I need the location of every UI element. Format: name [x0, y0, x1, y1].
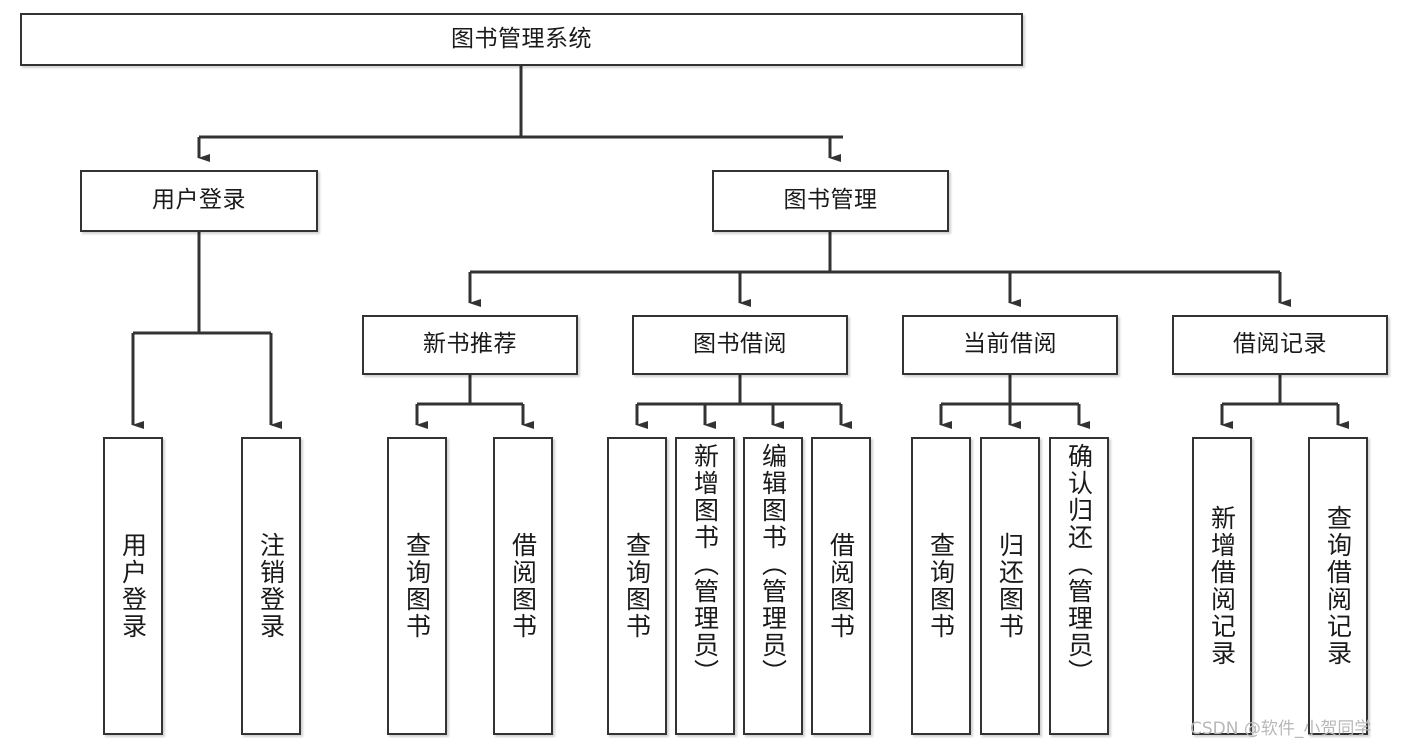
node-leaf-add-book-admin[interactable]: 新增图书（管理员） — [675, 437, 735, 735]
node-label: 当前借阅 — [963, 331, 1057, 358]
node-label: 图书借阅 — [693, 331, 787, 358]
node-leaf-edit-book-admin[interactable]: 编辑图书（管理员） — [743, 437, 803, 735]
node-leaf-query-book-2[interactable]: 查询图书 — [607, 437, 667, 735]
node-leaf-borrow-book-2[interactable]: 借阅图书 — [811, 437, 871, 735]
node-current-borrow[interactable]: 当前借阅 — [902, 315, 1118, 375]
node-label: 编辑图书（管理员） — [758, 443, 788, 686]
node-label: 查询图书 — [402, 532, 432, 640]
node-label: 注销登录 — [256, 532, 286, 640]
node-label: 借阅图书 — [508, 532, 538, 640]
node-label: 查询图书 — [926, 532, 956, 640]
node-label: 用户登录 — [118, 532, 148, 640]
node-label: 确认归还（管理员） — [1064, 443, 1094, 686]
node-book-borrow[interactable]: 图书借阅 — [632, 315, 848, 375]
node-leaf-logout[interactable]: 注销登录 — [241, 437, 301, 735]
node-book-management[interactable]: 图书管理 — [712, 170, 949, 232]
node-leaf-add-borrow-record[interactable]: 新增借阅记录 — [1192, 437, 1252, 735]
node-user-login[interactable]: 用户登录 — [80, 170, 318, 232]
node-label: 用户登录 — [152, 187, 246, 214]
node-label: 查询图书 — [622, 532, 652, 640]
node-label: 借阅记录 — [1233, 331, 1327, 358]
node-label: 新书推荐 — [423, 331, 517, 358]
node-label: 图书管理系统 — [451, 25, 592, 52]
node-label: 新增借阅记录 — [1207, 505, 1237, 667]
node-leaf-user-login[interactable]: 用户登录 — [103, 437, 163, 735]
node-root-book-management-system[interactable]: 图书管理系统 — [20, 13, 1023, 66]
node-leaf-borrow-book-1[interactable]: 借阅图书 — [493, 437, 553, 735]
node-leaf-query-book-3[interactable]: 查询图书 — [911, 437, 971, 735]
node-label: 新增图书（管理员） — [690, 443, 720, 686]
node-new-book-recommend[interactable]: 新书推荐 — [362, 315, 578, 375]
watermark-text: CSDN @软件_小贺同学 — [1190, 719, 1372, 739]
node-label: 借阅图书 — [826, 532, 856, 640]
node-leaf-query-book-1[interactable]: 查询图书 — [387, 437, 447, 735]
node-borrow-record[interactable]: 借阅记录 — [1172, 315, 1388, 375]
node-leaf-query-borrow-record[interactable]: 查询借阅记录 — [1308, 437, 1368, 735]
node-leaf-return-book[interactable]: 归还图书 — [980, 437, 1040, 735]
node-leaf-confirm-return-admin[interactable]: 确认归还（管理员） — [1049, 437, 1109, 735]
node-label: 图书管理 — [783, 187, 878, 214]
node-label: 归还图书 — [995, 532, 1025, 640]
node-label: 查询借阅记录 — [1323, 505, 1353, 667]
